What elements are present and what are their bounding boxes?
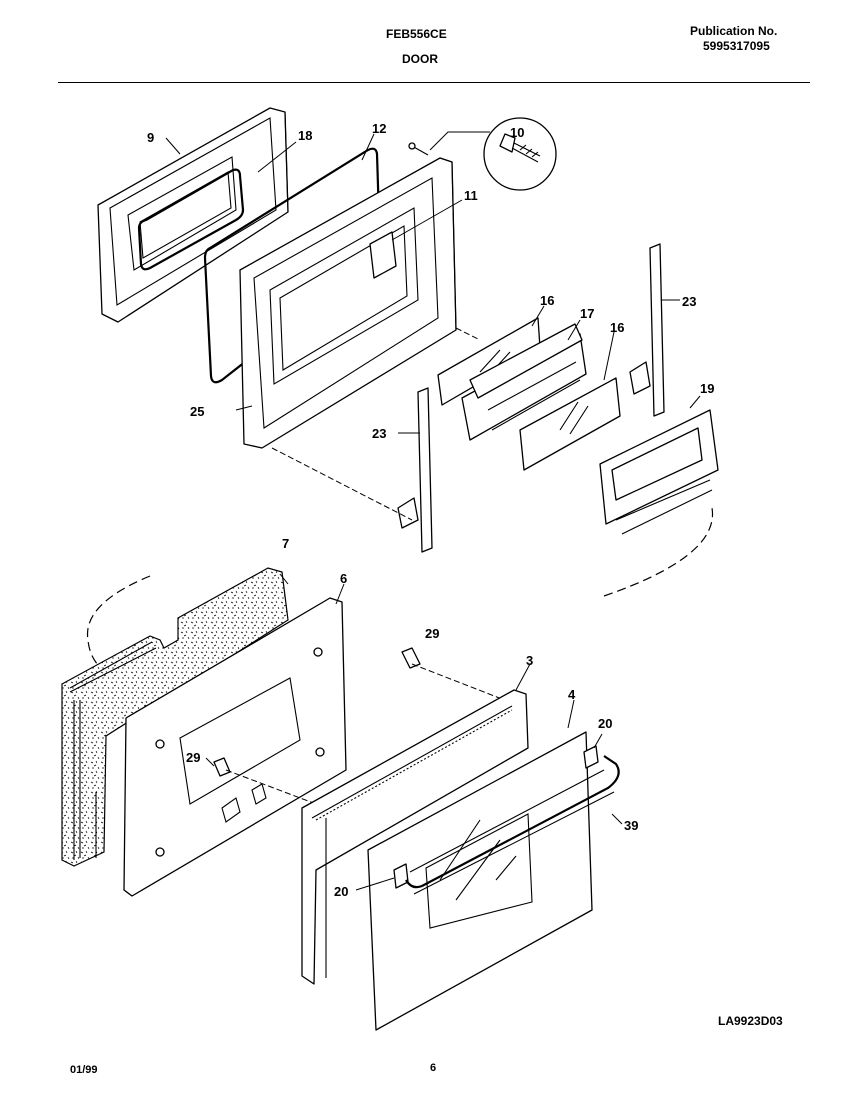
header-rule bbox=[58, 82, 810, 83]
callout-18: 18 bbox=[298, 128, 312, 143]
assembly-line-hinge-left bbox=[271, 447, 413, 521]
part-16-window-glass-lower bbox=[519, 377, 621, 471]
part-25-inner-door-panel bbox=[239, 157, 457, 449]
part-18-window-gasket bbox=[137, 168, 245, 271]
callout-10: 10 bbox=[510, 125, 524, 140]
publication-number: 5995317095 bbox=[703, 39, 770, 53]
callout-23-right: 23 bbox=[682, 294, 696, 309]
part-23-hinge-left bbox=[397, 387, 433, 553]
part-10-screw bbox=[408, 117, 557, 191]
callout-16-upper: 16 bbox=[540, 293, 554, 308]
footer-page-number: 6 bbox=[430, 1062, 437, 1074]
footer-date: 01/99 bbox=[70, 1064, 98, 1076]
part-17-window-pack bbox=[461, 323, 587, 441]
callout-23-left: 23 bbox=[372, 426, 386, 441]
drawing-code: LA9923D03 bbox=[718, 1014, 783, 1028]
callout-leaders bbox=[165, 133, 623, 891]
callout-3: 3 bbox=[526, 653, 533, 668]
publication-label: Publication No. bbox=[690, 24, 778, 38]
callout-25: 25 bbox=[190, 404, 204, 419]
callout-29-lower: 29 bbox=[186, 750, 200, 765]
assembly-line-insulation bbox=[86, 575, 151, 677]
part-7-insulation bbox=[61, 567, 289, 867]
part-29-spacer-upper bbox=[401, 647, 421, 669]
model-number: FEB556CE bbox=[386, 27, 447, 41]
callout-20-right: 20 bbox=[598, 716, 612, 731]
callout-12: 12 bbox=[372, 121, 386, 136]
part-20-handle-bracket-right bbox=[583, 745, 599, 769]
callout-20-left: 20 bbox=[334, 884, 348, 899]
assembly-line-spacer-upper bbox=[411, 663, 521, 707]
part-4-outer-door-panel bbox=[367, 731, 593, 1031]
assembly-line-vent bbox=[603, 507, 714, 597]
part-6-inner-panel bbox=[123, 597, 347, 897]
callout-29-upper: 29 bbox=[425, 626, 439, 641]
part-3-door-frame bbox=[301, 689, 529, 985]
part-39-door-handle bbox=[405, 755, 620, 889]
callout-19: 19 bbox=[700, 381, 714, 396]
callout-7: 7 bbox=[282, 536, 289, 551]
callout-6: 6 bbox=[340, 571, 347, 586]
callout-9: 9 bbox=[147, 130, 154, 145]
part-23-hinge-right bbox=[629, 243, 680, 417]
section-title: DOOR bbox=[402, 52, 438, 66]
assembly-line-window bbox=[455, 327, 481, 341]
callout-16-lower: 16 bbox=[610, 320, 624, 335]
part-19-vent-baffle bbox=[599, 395, 719, 535]
callout-4: 4 bbox=[568, 687, 576, 702]
callout-39: 39 bbox=[624, 818, 638, 833]
callout-11: 11 bbox=[464, 188, 478, 203]
part-11-bracket bbox=[369, 199, 463, 279]
callout-17: 17 bbox=[580, 306, 594, 321]
